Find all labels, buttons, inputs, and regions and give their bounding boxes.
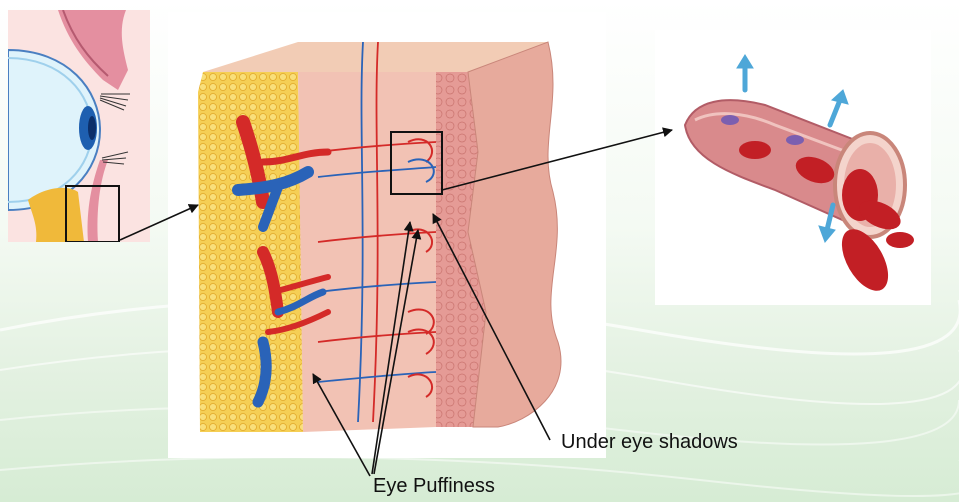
skin-tissue-block [168, 12, 606, 458]
eye-puffiness-label: Eye Puffiness [373, 476, 495, 496]
eye-cross-section-illustration [8, 10, 150, 242]
blood-vessel-illustration [655, 30, 931, 305]
blood-vessel [655, 30, 931, 305]
under-eye-shadows-label: Under eye shadows [561, 432, 738, 452]
skin-tissue-block-illustration [168, 12, 606, 458]
eye-cross-section [8, 10, 150, 242]
